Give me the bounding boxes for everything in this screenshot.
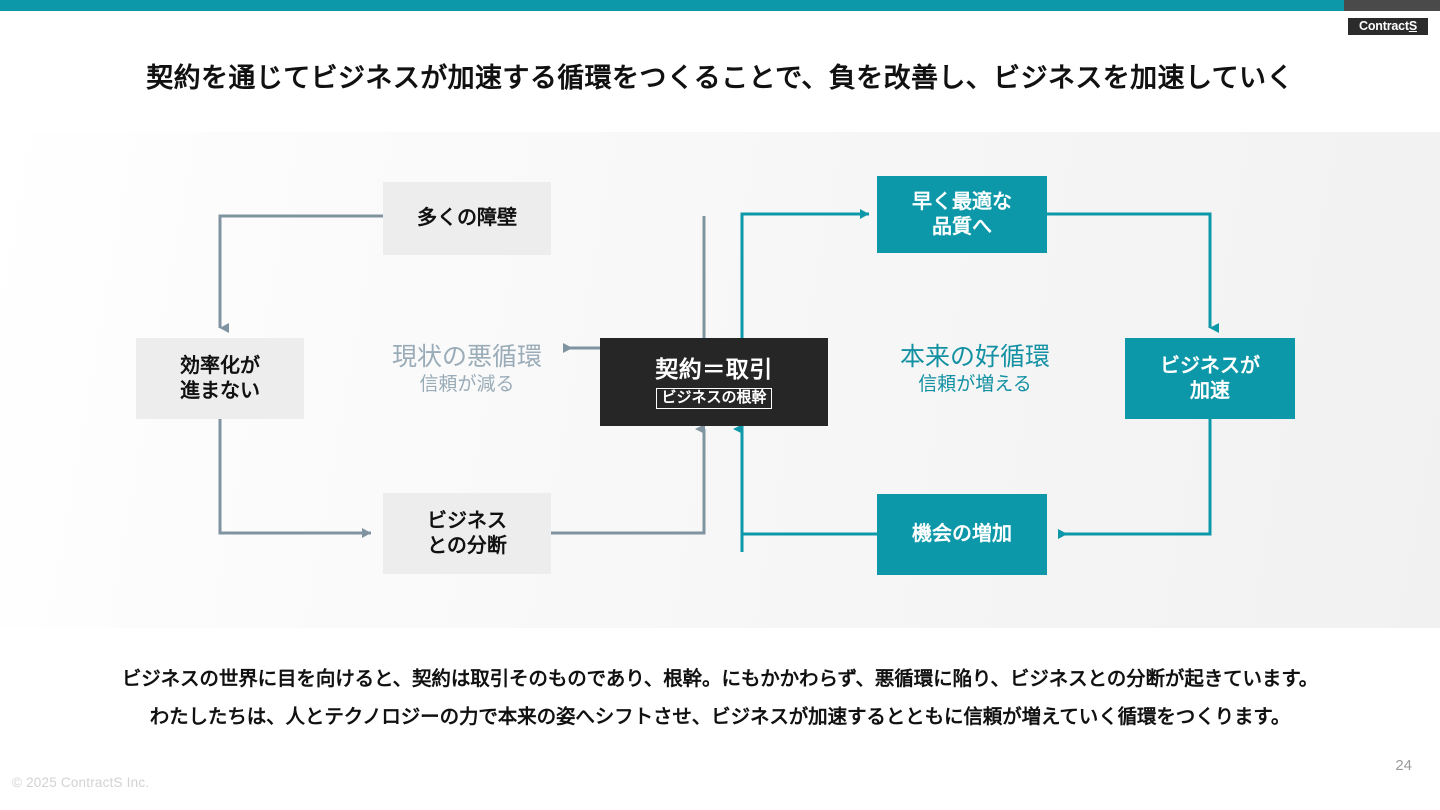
node-more-opportunity[interactable]: 機会の増加	[877, 494, 1047, 575]
arrow-opportunity-to-center	[740, 532, 877, 552]
caption-bad-cycle: 現状の悪循環 信頼が減る	[357, 342, 577, 398]
caption-good-cycle-main: 本来の好循環	[899, 343, 1050, 371]
node-fast-optimal-quality[interactable]: 早く最適な 品質へ	[877, 176, 1047, 253]
node-contract-equals-transaction[interactable]: 契約＝取引 ビジネスの根幹	[600, 338, 828, 426]
node-center-main-label: 契約＝取引	[655, 355, 773, 382]
footer-copyright: © 2025 ContractS Inc.	[12, 775, 150, 790]
caption-good-cycle: 本来の好循環 信頼が増える	[865, 342, 1085, 398]
description-line-2: わたしたちは、人とテクノロジーの力で本来の姿へシフトさせ、ビジネスが加速するとと…	[149, 706, 1291, 729]
caption-bad-cycle-main: 現状の悪循環	[391, 343, 542, 371]
description-block: ビジネスの世界に目を向けると、契約は取引そのものであり、根幹。にもかかわらず、悪…	[0, 660, 1440, 736]
arrow-acceleration-to-opportunity	[1058, 418, 1212, 539]
node-many-barriers-label: 多くの障壁	[417, 207, 517, 230]
node-many-barriers[interactable]: 多くの障壁	[383, 182, 551, 255]
node-more-opportunity-label: 機会の増加	[912, 523, 1012, 546]
node-fast-optimal-quality-label: 早く最適な 品質へ	[912, 191, 1012, 238]
node-no-efficiency[interactable]: 効率化が 進まない	[136, 338, 304, 419]
page-number: 24	[1395, 757, 1412, 774]
diagram-panel: 多くの障壁 効率化が 進まない ビジネス との分断 現状の悪循環 信頼が減る 契…	[0, 132, 1440, 628]
arrow-barriers-to-no-efficiency	[218, 214, 383, 333]
brand-logo: ContractS	[1348, 18, 1428, 35]
top-accent-bar-dark	[1344, 0, 1440, 11]
node-no-efficiency-label: 効率化が 進まない	[180, 355, 260, 402]
arrow-disconnect-to-center	[551, 424, 706, 535]
page-title: 契約を通じてビジネスが加速する循環をつくることで、負を改善し、ビジネスを加速して…	[146, 63, 1294, 93]
arrow-no-efficiency-to-disconnect	[218, 418, 371, 538]
node-center-sub-label: ビジネスの根幹	[656, 387, 772, 410]
top-accent-bar-teal	[0, 0, 1344, 11]
brand-logo-underlined-s: S	[1408, 19, 1417, 34]
caption-good-cycle-sub: 信頼が増える	[918, 374, 1032, 396]
node-disconnect-business-label: ビジネス との分断	[427, 510, 507, 557]
description-line-1: ビジネスの世界に目を向けると、契約は取引そのものであり、根幹。にもかかわらず、悪…	[121, 668, 1319, 690]
arrow-quality-to-acceleration	[1046, 212, 1219, 333]
node-business-accelerates[interactable]: ビジネスが 加速	[1125, 338, 1295, 419]
brand-logo-text: ContractS	[1359, 19, 1417, 34]
caption-bad-cycle-sub: 信頼が減る	[419, 374, 515, 396]
arrow-center-to-barriers	[563, 216, 706, 353]
node-disconnect-business[interactable]: ビジネス との分断	[383, 493, 551, 574]
node-business-accelerates-label: ビジネスが 加速	[1160, 355, 1260, 402]
